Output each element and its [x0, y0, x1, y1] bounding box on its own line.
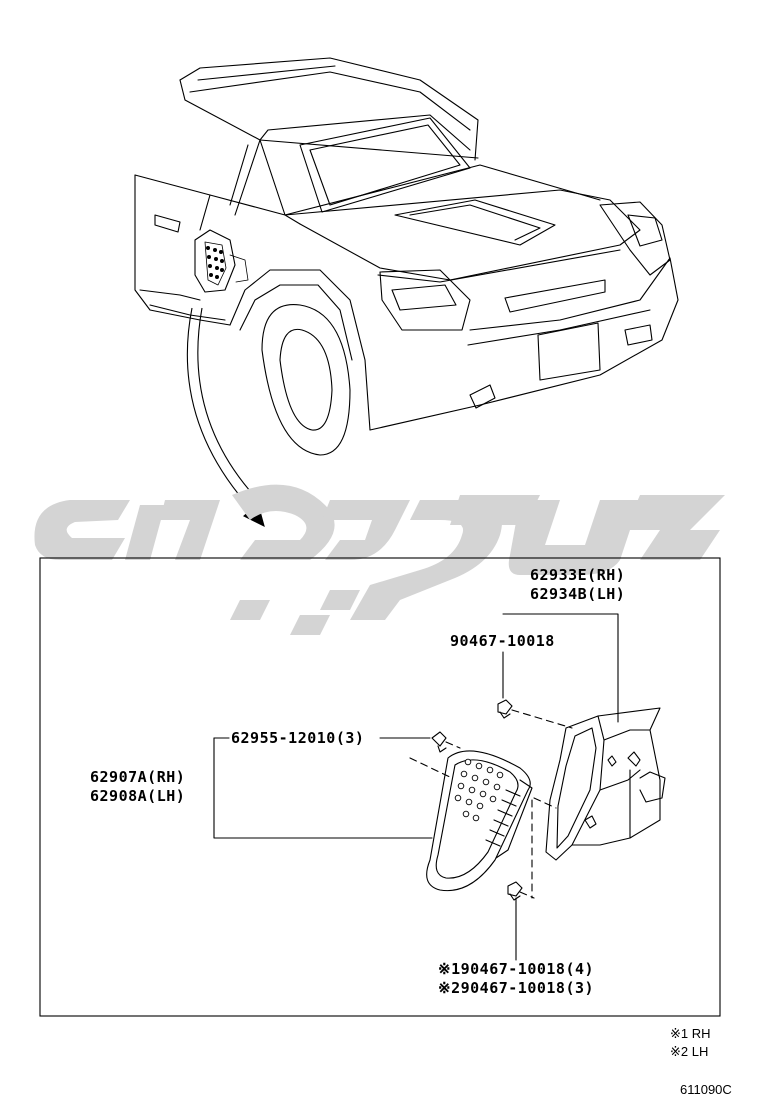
part-label-clip-bottom-rh: ※190467-10018(4): [438, 960, 595, 978]
part-label-louver-lh: 62908A(LH): [90, 787, 186, 805]
watermark: [34, 484, 725, 635]
part-label-clip-bottom-lh: ※290467-10018(3): [438, 979, 595, 997]
part-label-clip-top: 90467-10018: [450, 632, 555, 650]
legend-lh: ※2 LH: [670, 1044, 709, 1059]
legend-rh: ※1 RH: [670, 1026, 711, 1041]
part-label-bracket-lh: 62934B(LH): [530, 585, 626, 603]
louver-holes-small: [206, 246, 224, 279]
part-label-louver-rh: 62907A(RH): [90, 768, 186, 786]
louver-holes: [454, 758, 504, 822]
detail-parts: [213, 613, 666, 961]
car-rear-illustration: [134, 57, 679, 456]
part-label-bracket-rh: 62933E(RH): [530, 566, 626, 584]
figure-id: 611090C: [680, 1082, 732, 1097]
part-label-screw: 62955-12010(3): [231, 729, 365, 747]
detail-frame: [39, 557, 721, 1017]
